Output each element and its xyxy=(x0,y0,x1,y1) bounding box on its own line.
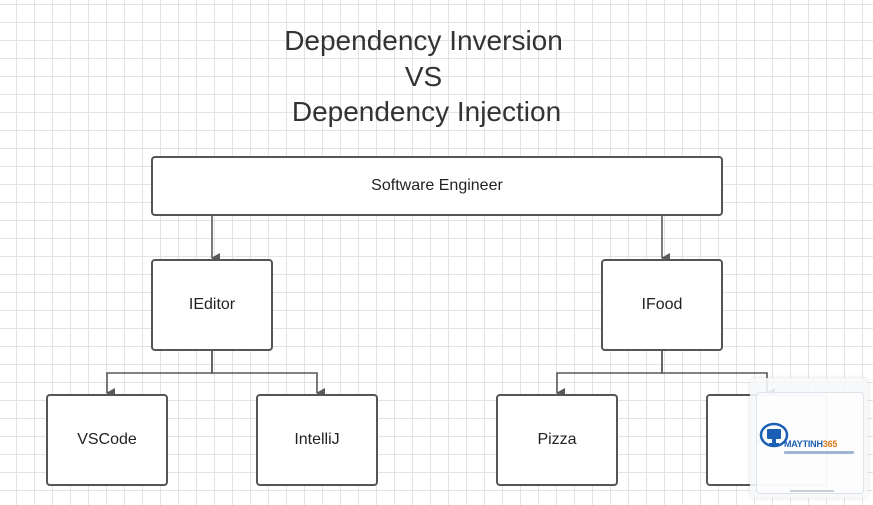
watermark-tagline xyxy=(784,451,854,454)
node-label: Pizza xyxy=(537,431,577,448)
node-intellij: IntelliJ xyxy=(256,394,378,486)
title-line-1: Dependency Inversion xyxy=(284,25,563,56)
watermark-logo: MAYTINH365 xyxy=(750,378,868,498)
node-label: IEditor xyxy=(188,296,236,313)
node-software-engineer: Software Engineer xyxy=(151,156,723,216)
node-label: IFood xyxy=(641,296,683,313)
monitor-icon xyxy=(759,422,789,448)
title-line-3: Dependency Injection xyxy=(291,96,562,127)
edge-ifood-pizza xyxy=(556,351,663,398)
node-label: IntelliJ xyxy=(294,431,340,448)
title-line-2: VS xyxy=(404,61,443,92)
watermark-brand: MAYTINH365 xyxy=(784,439,838,449)
edge-ieditor-vscode xyxy=(106,351,213,398)
node-ifood: IFood xyxy=(601,259,723,351)
node-vscode: VSCode xyxy=(46,394,168,486)
edge-ieditor-intellij xyxy=(211,351,325,398)
node-label: VSCode xyxy=(77,431,137,448)
node-ieditor: IEditor xyxy=(151,259,273,351)
node-label: Software Engineer xyxy=(371,177,503,194)
watermark-footer xyxy=(790,490,834,492)
node-pizza: Pizza xyxy=(496,394,618,486)
